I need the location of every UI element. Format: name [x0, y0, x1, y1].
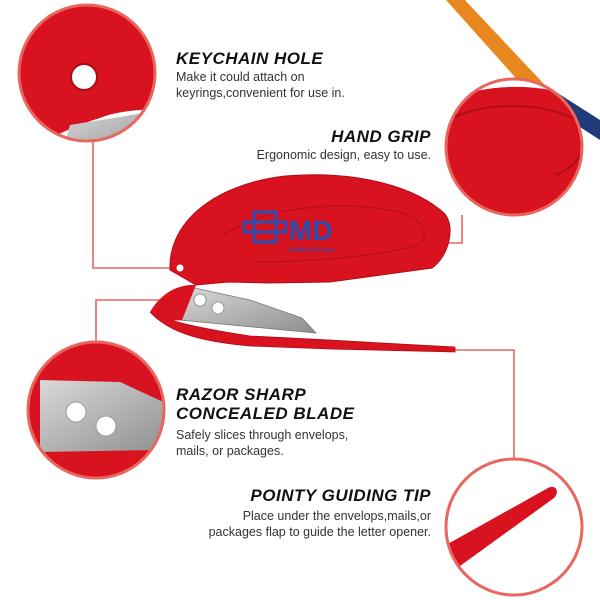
blade-guard: [150, 284, 196, 321]
desc-line: Safely slices through envelops,: [176, 428, 349, 442]
letter-opener-product: [149, 174, 456, 353]
desc-line: Ergonomic design, easy to use.: [256, 148, 431, 162]
desc-line: Place under the envelops,mails,or: [242, 509, 431, 523]
feature-desc-keychain: Make it could attach on keyrings,conveni…: [176, 69, 345, 101]
desc-line: keyrings,convenient for use in.: [176, 86, 345, 100]
title-line: RAZOR SHARP: [176, 385, 307, 404]
blade-hole-2: [211, 301, 225, 315]
callout-circle-blade: [26, 340, 166, 480]
desc-line: mails, or packages.: [176, 444, 284, 458]
desc-line: packages flap to guide the letter opener…: [208, 525, 431, 539]
blade-hole-1: [193, 293, 207, 307]
keychain-hole: [176, 264, 184, 272]
feature-desc-blade: Safely slices through envelops, mails, o…: [176, 427, 348, 459]
feature-desc-tip: Place under the envelops,mails,or packag…: [209, 508, 431, 540]
logo-subtext: Medical Group: [289, 247, 335, 254]
logo-text: MD: [289, 215, 333, 246]
callout-circle-tip: [444, 457, 584, 597]
callout-circle-keychain: [17, 3, 157, 143]
handle-body: [169, 174, 451, 286]
feature-title-blade: RAZOR SHARP CONCEALED BLADE: [176, 385, 354, 423]
callout-circle-hand-grip: [444, 77, 584, 217]
pointy-tip-arm: [149, 311, 456, 353]
grip-ridge: [221, 205, 426, 263]
feature-desc-hand-grip: Ergonomic design, easy to use.: [257, 147, 431, 163]
title-line: CONCEALED BLADE: [176, 404, 355, 423]
feature-title-tip: POINTY GUIDING TIP: [250, 486, 431, 505]
desc-line: Make it could attach on: [176, 70, 305, 84]
logo: MD Medical Group: [242, 210, 335, 254]
feature-title-keychain: KEYCHAIN HOLE: [176, 49, 324, 68]
feature-title-hand-grip: HAND GRIP: [331, 127, 431, 146]
